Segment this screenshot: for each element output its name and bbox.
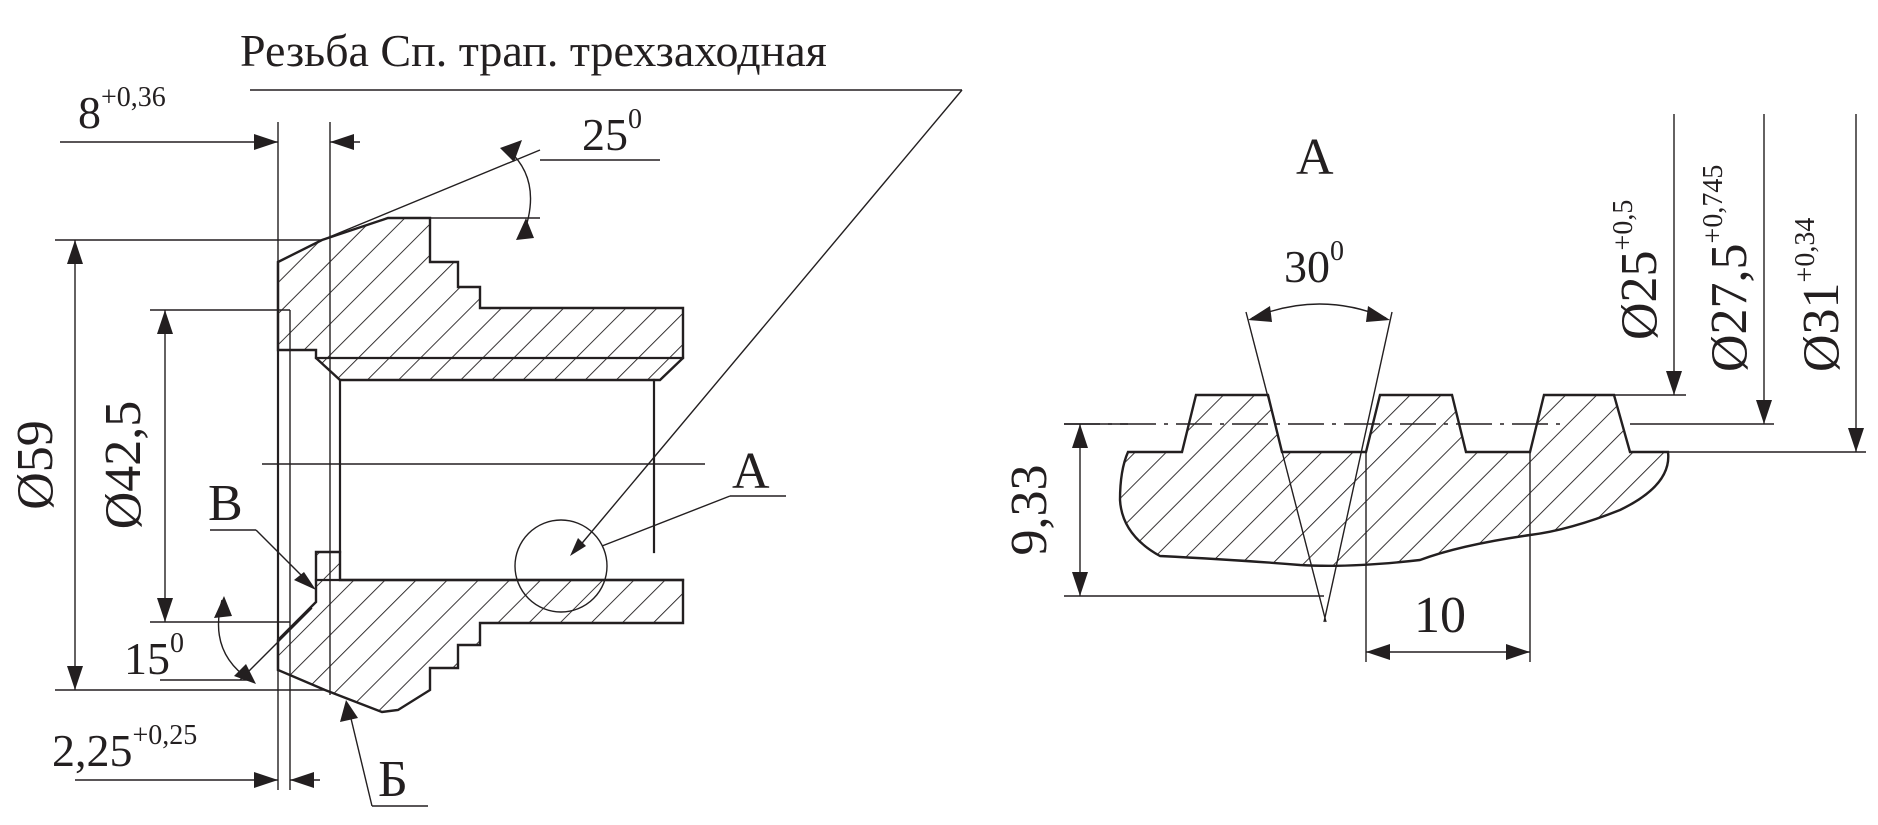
dim-d25: Ø25+0,5	[1608, 200, 1668, 340]
detail-title: А	[1296, 129, 1334, 186]
dim-pitch-10: 10	[1414, 587, 1466, 644]
thread-profile-section	[1118, 393, 1670, 568]
dim-outer-diameter: Ø59	[7, 420, 64, 510]
part-upper-section	[276, 216, 685, 382]
detail-circle-a	[514, 519, 608, 613]
label-v: В	[208, 475, 243, 532]
dim-chamfer-2-25: 2,25+0,25	[52, 720, 197, 776]
dim-angle-30: 300	[1284, 236, 1344, 292]
detail-view-a: А 300	[1001, 114, 1866, 662]
dim-d31: Ø31+0,34	[1790, 218, 1850, 372]
thread-note: Резьба Сп. трап. трехзаходная	[240, 25, 827, 76]
dim-angle-25: 250	[582, 104, 642, 160]
dim-angle-15: 150	[124, 628, 184, 684]
dim-d27-5: Ø27,5+0,745	[1698, 165, 1758, 372]
label-be: Б	[378, 751, 408, 808]
part-lower-section	[276, 550, 685, 714]
dim-width-8: 8+0,36	[78, 82, 166, 138]
dim-height-9-33: 9,33	[1001, 465, 1058, 556]
dim-inner-diameter: Ø42,5	[95, 401, 152, 530]
left-view: Резьба Сп. трап. трехзаходная 8+0,36 250…	[7, 25, 963, 808]
label-a-left: А	[732, 443, 770, 500]
